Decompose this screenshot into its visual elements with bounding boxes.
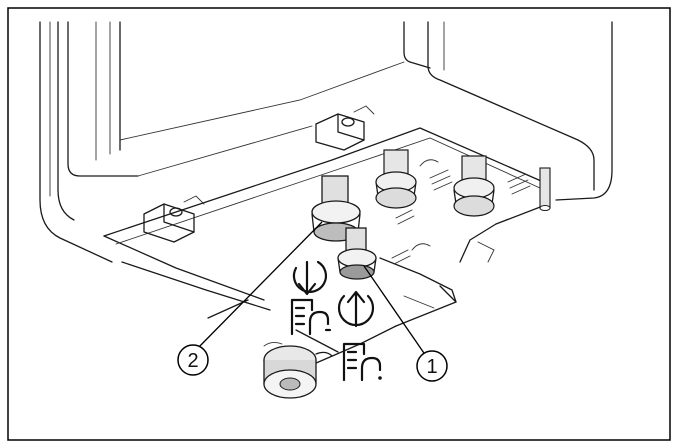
figure-border bbox=[7, 7, 671, 441]
cold-water-inlet-connection bbox=[311, 175, 361, 242]
appliance-housing bbox=[39, 21, 613, 263]
cold-water-tap-icon bbox=[290, 298, 332, 336]
drain-pin bbox=[539, 167, 551, 211]
plate-markings bbox=[391, 159, 531, 265]
arrow-down-circle-icon bbox=[292, 260, 328, 296]
callout-1: 1 bbox=[363, 265, 448, 382]
wall-bracket-right bbox=[315, 105, 375, 151]
arrow-up-circle-icon bbox=[337, 290, 375, 328]
bottom-connector bbox=[263, 345, 333, 399]
rear-connector-2 bbox=[453, 155, 495, 217]
wall-bracket-left bbox=[143, 195, 205, 243]
callout-1-label: 1 bbox=[426, 356, 437, 378]
hot-water-tap-icon bbox=[342, 342, 382, 382]
callout-2: 2 bbox=[177, 221, 323, 376]
rear-connector-1 bbox=[375, 149, 417, 209]
callout-2-label: 2 bbox=[187, 350, 198, 372]
